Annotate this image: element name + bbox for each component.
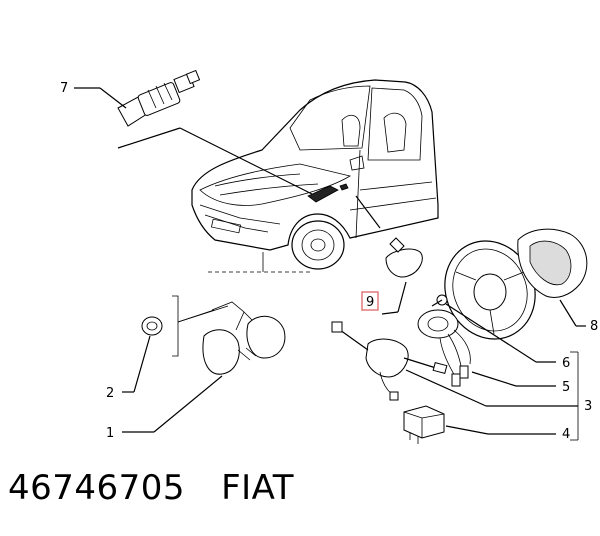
part-6-screw [431, 294, 556, 363]
callout-9: 9 [366, 295, 374, 310]
part-1-horn [122, 295, 286, 433]
part-2-rubber-cap [122, 316, 163, 393]
callout-1: 1 [106, 426, 114, 441]
callout-5: 5 [562, 380, 570, 395]
callout-4: 4 [562, 427, 570, 442]
part-number: 46746705 [8, 468, 186, 508]
callout-8: 8 [590, 319, 598, 334]
part-code-caption: 46746705 FIAT [8, 468, 294, 508]
part-8-airbag-cover [517, 228, 588, 327]
group-bracket-right [570, 351, 579, 441]
callout-2: 2 [106, 386, 114, 401]
steering-wheel [444, 240, 536, 340]
part-3-column-switch [331, 321, 578, 407]
highlight-box-9 [361, 291, 379, 311]
callout-7: 7 [60, 81, 68, 96]
brand-name: FIAT [221, 468, 295, 508]
part-5-clock-spring [417, 309, 556, 387]
part-7-sensor [74, 69, 313, 195]
callout-6: 6 [562, 356, 570, 371]
parts-diagram: 7 9 8 6 5 3 4 2 1 [60, 69, 598, 444]
callout-3: 3 [584, 399, 592, 414]
part-4-relay [403, 405, 556, 444]
part-9-side-repeater [355, 195, 423, 315]
